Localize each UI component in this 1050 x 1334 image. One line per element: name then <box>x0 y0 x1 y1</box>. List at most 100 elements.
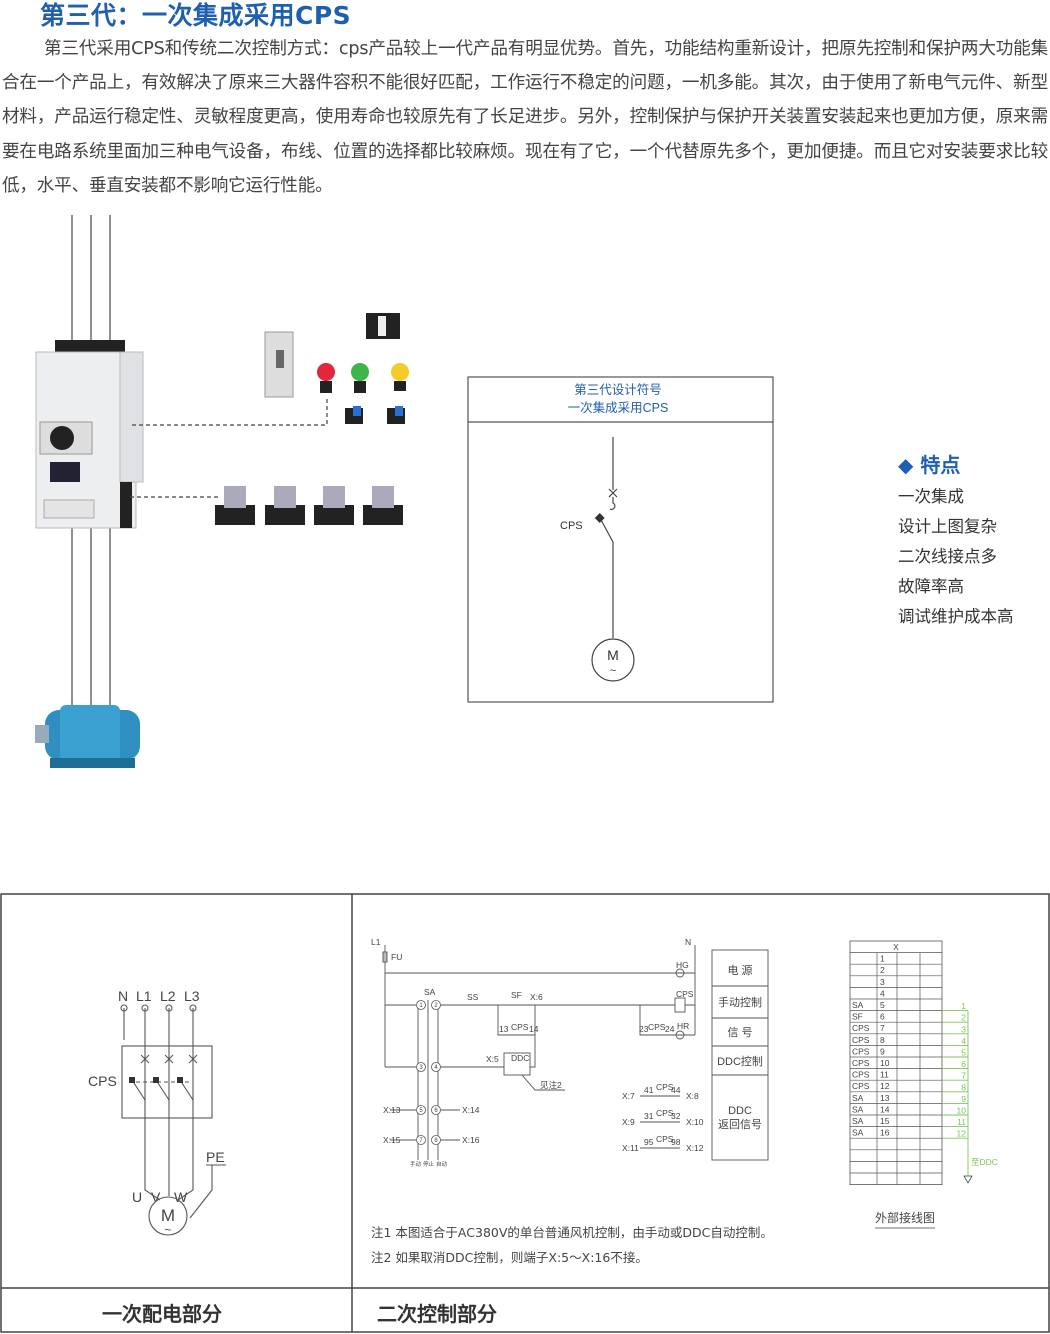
terminal-device: CPS <box>852 1070 870 1080</box>
svg-text:4: 4 <box>434 1065 438 1071</box>
terminal-number: 4 <box>880 988 885 998</box>
svg-text:手动控制: 手动控制 <box>718 995 762 1009</box>
ddc-wire-number: 11 <box>957 1117 966 1127</box>
svg-text:PE: PE <box>206 1149 225 1165</box>
feature-item: 二次线接点多 <box>898 547 997 566</box>
description-paragraph: 第三代采用CPS和传统二次控制方式：cps产品较上一代产品有明显优势。首先，功能… <box>2 39 1048 196</box>
svg-text:2: 2 <box>434 1003 438 1009</box>
feature-item: 设计上图复杂 <box>898 517 997 536</box>
terminal-number: 12 <box>880 1081 890 1091</box>
terminal-number: 10 <box>880 1058 890 1068</box>
svg-text:L3: L3 <box>184 988 200 1004</box>
terminal-number: 3 <box>880 977 885 987</box>
svg-text:DDC控制: DDC控制 <box>717 1054 763 1068</box>
symbol-box-subtitle: 一次集成采用CPS <box>568 400 669 415</box>
svg-text:X:15: X:15 <box>383 1135 401 1145</box>
svg-text:停止: 停止 <box>423 1160 435 1168</box>
terminal-number: 11 <box>880 1070 889 1080</box>
primary-circuit: N L1 L2 L3 CPS PE U V W M ~ <box>88 988 226 1237</box>
svg-text:CPS: CPS <box>656 1108 674 1118</box>
terminal-device: SA <box>852 1000 864 1010</box>
svg-text:8: 8 <box>434 1138 438 1144</box>
ddc-wire-number: 10 <box>957 1106 967 1116</box>
terminal-device: CPS <box>852 1035 870 1045</box>
svg-text:L1: L1 <box>371 937 381 947</box>
note-1: 注1 本图适合于AC380V的单台普通风机控制，由手动或DDC自动控制。 <box>371 1225 773 1240</box>
svg-text:98: 98 <box>671 1137 681 1147</box>
svg-text:41: 41 <box>644 1085 654 1095</box>
svg-text:6: 6 <box>434 1108 438 1114</box>
ddc-wire-number: 9 <box>961 1094 966 1104</box>
svg-text:SA: SA <box>424 987 436 997</box>
svg-text:M: M <box>161 1206 175 1225</box>
terminal-device: SA <box>852 1116 864 1126</box>
svg-text:X:12: X:12 <box>686 1143 704 1153</box>
svg-text:自动: 自动 <box>436 1160 448 1168</box>
svg-text:SF: SF <box>511 990 522 1000</box>
motor-ac-symbol: ~ <box>610 665 616 677</box>
svg-text:X:6: X:6 <box>530 992 543 1002</box>
terminal-device: CPS <box>852 1058 870 1068</box>
svg-text:CPS: CPS <box>656 1134 674 1144</box>
terminal-number: 6 <box>880 1012 885 1022</box>
footer-primary-label: 一次配电部分 <box>102 1302 222 1326</box>
svg-text:N: N <box>118 988 128 1004</box>
svg-text:X:9: X:9 <box>622 1117 635 1127</box>
svg-text:5: 5 <box>419 1108 423 1114</box>
terminal-number: 13 <box>880 1093 890 1103</box>
aux-contact-lines <box>640 1095 680 1149</box>
terminal-number: 7 <box>880 1023 885 1033</box>
ddc-wire-number: 4 <box>961 1036 966 1046</box>
svg-text:14: 14 <box>529 1024 539 1034</box>
terminal-number: 14 <box>880 1104 890 1114</box>
svg-text:95: 95 <box>644 1137 654 1147</box>
svg-text:电 源: 电 源 <box>727 963 752 977</box>
svg-text:31: 31 <box>644 1111 654 1121</box>
svg-text:CPS: CPS <box>648 1022 666 1032</box>
svg-text:~: ~ <box>164 1223 171 1237</box>
svg-text:X:10: X:10 <box>686 1117 704 1127</box>
svg-text:DDC: DDC <box>511 1053 529 1063</box>
ddc-wire-number: 7 <box>961 1071 966 1081</box>
svg-text:CPS: CPS <box>88 1073 117 1089</box>
features-list: ◆ 特点 一次集成 设计上图复杂 二次线接点多 故障率高 调试维护成本高 <box>898 450 1014 632</box>
svg-text:HR: HR <box>677 1021 689 1031</box>
svg-text:L1: L1 <box>136 988 152 1004</box>
feature-item: 调试维护成本高 <box>898 607 1014 626</box>
svg-text:7: 7 <box>419 1138 423 1144</box>
svg-text:X:8: X:8 <box>686 1091 699 1101</box>
svg-text:见注2: 见注2 <box>540 1080 562 1090</box>
svg-text:CPS: CPS <box>511 1022 529 1032</box>
terminal-number: 8 <box>880 1035 885 1045</box>
dashed-leaders <box>130 396 328 498</box>
terminal-device: SA <box>852 1128 864 1138</box>
terminal-device: CPS <box>852 1081 870 1091</box>
motor-symbol: M <box>607 647 619 663</box>
ddc-wire-number: 5 <box>961 1048 966 1058</box>
svg-text:13: 13 <box>499 1024 509 1034</box>
terminal-device: SA <box>852 1093 864 1103</box>
terminal-device: CPS <box>852 1046 870 1056</box>
arrow-down-icon <box>963 1175 973 1184</box>
motor-image <box>35 705 140 768</box>
svg-text:DDC: DDC <box>728 1105 752 1117</box>
feature-item: 一次集成 <box>898 487 964 506</box>
feature-item: 故障率高 <box>898 577 964 596</box>
function-legend: 电 源 手动控制 信 号 DDC控制 DDC 返回信号 <box>717 963 763 1131</box>
terminal-number: 15 <box>880 1116 890 1126</box>
svg-text:X:14: X:14 <box>462 1105 480 1115</box>
terminal-device: SF <box>852 1012 863 1022</box>
ddc-wire-number: 12 <box>957 1129 967 1139</box>
svg-text:24: 24 <box>665 1024 675 1034</box>
svg-text:SS: SS <box>467 992 479 1002</box>
cps-symbol-label: CPS <box>560 520 583 532</box>
terminal-device: CPS <box>852 1023 870 1033</box>
ddc-wire-number: 3 <box>961 1024 966 1034</box>
svg-text:FU: FU <box>391 952 402 962</box>
svg-text:X:5: X:5 <box>486 1054 499 1064</box>
svg-text:1: 1 <box>419 1003 423 1009</box>
svg-text:44: 44 <box>671 1085 681 1095</box>
